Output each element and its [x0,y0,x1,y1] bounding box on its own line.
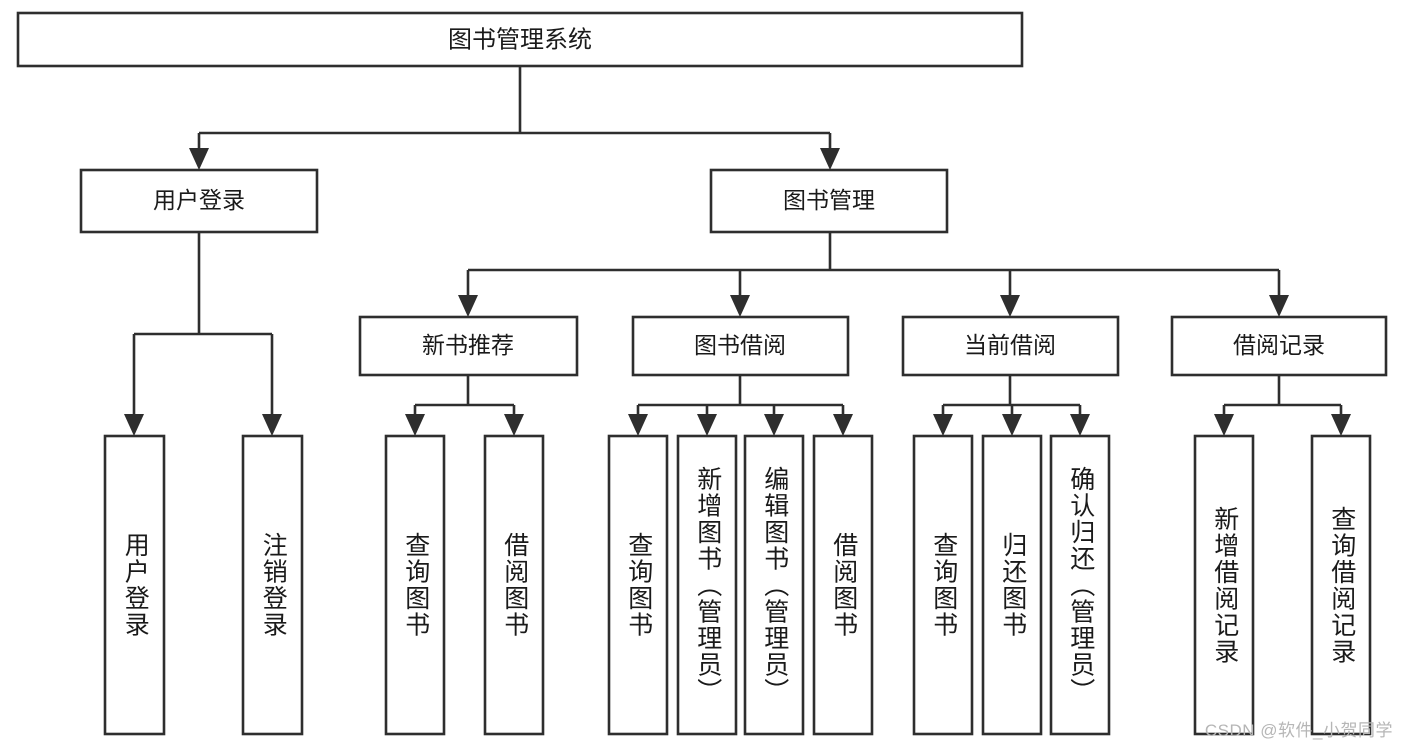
node-book-borrow[interactable]: 图书借阅 [631,315,850,377]
arrow-head-book-borrow [730,295,750,317]
node-book-manage-rect[interactable] [709,168,949,234]
arrow-head-bookborrow-leaf-2 [697,414,717,436]
leaf-rect-borrow-add[interactable] [676,434,738,736]
connector-group-bookmanage-to-level3 [458,232,1289,317]
arrow-head-currentborrow-leaf-3 [1070,414,1090,436]
connector-group-userlogin-to-leaves [124,232,282,436]
arrow-head-leaf-logout [262,414,282,436]
arrow-head-new-book-recommend [458,295,478,317]
node-book-manage[interactable]: 图书管理 [709,168,949,234]
node-new-book-recommend-label: 新书推荐 [422,332,514,358]
arrow-head-bookborrow-leaf-3 [764,414,784,436]
arrow-head-newbook-leaf-2 [504,414,524,436]
node-current-borrow[interactable]: 当前借阅 [901,315,1120,377]
leaf-rect-current-query[interactable] [912,434,974,736]
arrow-head-leaf-user-login [124,414,144,436]
connector-group-borrowrecord-to-leaves [1214,375,1351,436]
leaf-rect-borrow-lend[interactable] [812,434,874,736]
leaf-rect-user-login[interactable] [103,434,166,736]
node-user-login[interactable]: 用户登录 [79,168,319,234]
arrow-head-newbook-leaf-1 [405,414,425,436]
arrow-head-bookborrow-leaf-1 [628,414,648,436]
node-book-borrow-label: 图书借阅 [694,332,786,358]
watermark-text: CSDN @软件_小贺同学 [1204,721,1393,740]
leaf-rect-newbook-borrow[interactable] [483,434,545,736]
leaf-rect-newbook-query[interactable] [384,434,446,736]
connector-group-bookborrow-to-leaves [628,375,853,436]
arrow-head-borrow-record [1269,295,1289,317]
node-book-borrow-rect[interactable] [631,315,850,377]
arrow-head-borrowrecord-leaf-2 [1331,414,1351,436]
arrow-head-borrowrecord-leaf-1 [1214,414,1234,436]
node-new-book-recommend[interactable]: 新书推荐 [358,315,579,377]
leaf-boxes [103,434,1372,736]
connector-group-newbook-to-leaves [405,375,524,436]
leaf-rect-borrow-query[interactable] [607,434,669,736]
leaf-rect-record-add[interactable] [1193,434,1255,736]
node-current-borrow-label: 当前借阅 [964,332,1056,358]
leaf-rect-record-query[interactable] [1310,434,1372,736]
arrow-head-book-manage [820,148,840,170]
node-user-login-label: 用户登录 [153,187,245,213]
arrow-head-bookborrow-leaf-4 [833,414,853,436]
leaf-rect-current-return[interactable] [981,434,1043,736]
arrow-head-currentborrow-leaf-2 [1002,414,1022,436]
leaf-rect-borrow-edit[interactable] [743,434,805,736]
node-borrow-record[interactable]: 借阅记录 [1170,315,1388,377]
node-user-login-rect[interactable] [79,168,319,234]
node-new-book-recommend-rect[interactable] [358,315,579,377]
arrow-head-user-login [189,148,209,170]
connector-group-root-to-level2 [189,66,840,170]
leaf-rect-current-confirm[interactable] [1049,434,1111,736]
node-borrow-record-label: 借阅记录 [1233,332,1325,358]
leaf-rect-logout[interactable] [241,434,304,736]
node-root-rect[interactable] [16,11,1024,68]
arrow-head-currentborrow-leaf-1 [933,414,953,436]
node-book-manage-label: 图书管理 [783,187,875,213]
arrow-head-current-borrow [1000,295,1020,317]
node-root-label: 图书管理系统 [448,26,592,53]
node-current-borrow-rect[interactable] [901,315,1120,377]
node-borrow-record-rect[interactable] [1170,315,1388,377]
node-root[interactable]: 图书管理系统 [16,11,1024,68]
connector-group-currentborrow-to-leaves [933,375,1090,436]
